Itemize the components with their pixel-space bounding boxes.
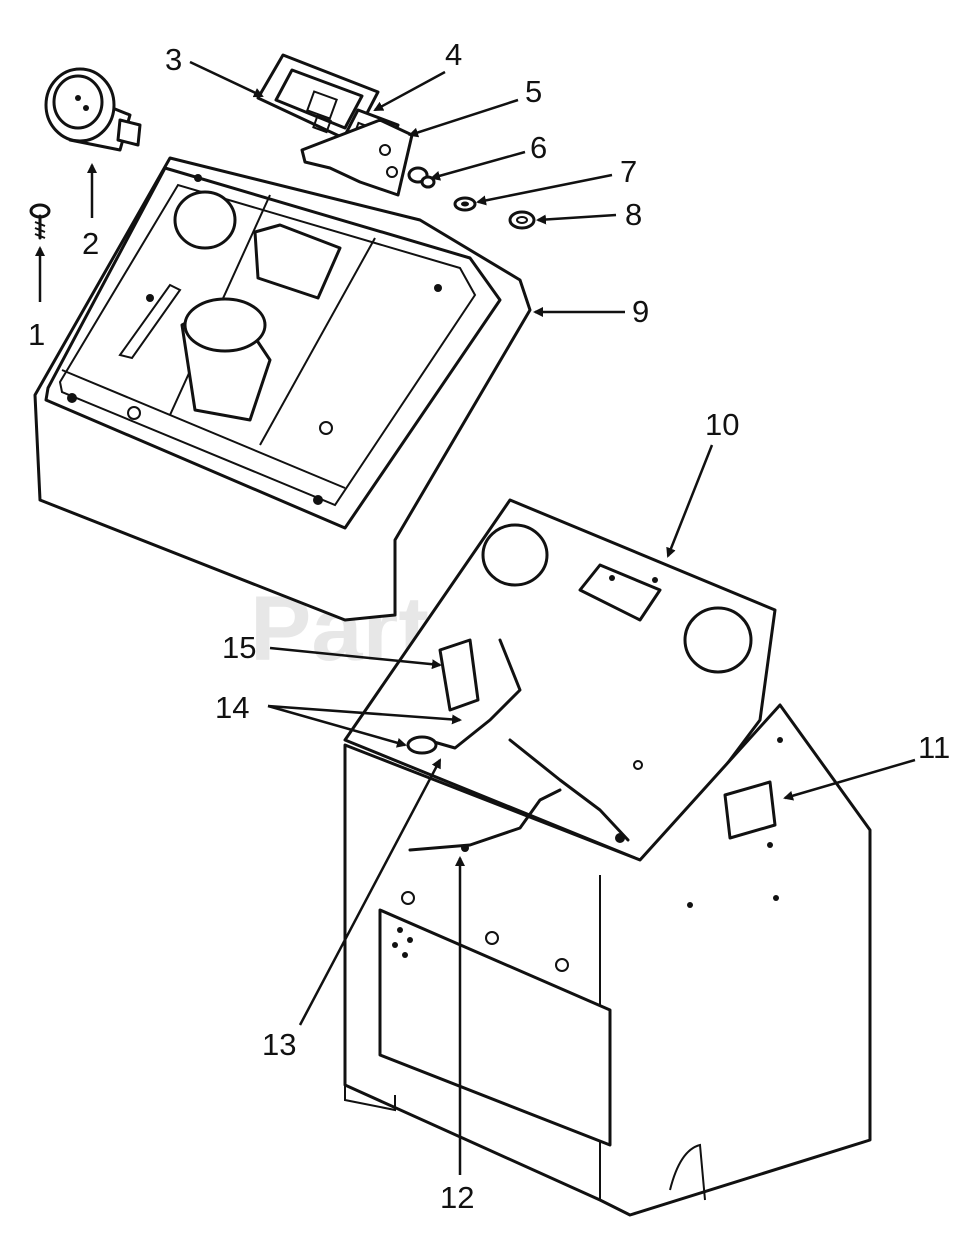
callout-12: 12	[440, 1180, 474, 1215]
callout-14: 14	[215, 690, 249, 725]
part-frame-body	[343, 703, 872, 1217]
callout-5: 5	[525, 74, 542, 109]
part-console-cover	[33, 156, 532, 622]
part-bolt	[407, 166, 436, 189]
part-gauge	[44, 67, 142, 152]
callout-9: 9	[632, 294, 649, 329]
part-linkage	[406, 638, 630, 852]
callout-2: 2	[82, 226, 99, 261]
callout-7: 7	[620, 154, 637, 189]
callout-15: 15	[222, 630, 256, 665]
callout-6: 6	[530, 130, 547, 165]
callout-1: 1	[28, 317, 45, 352]
callout-11: 11	[918, 730, 950, 765]
callout-13: 13	[262, 1027, 296, 1062]
callout-3: 3	[165, 42, 182, 77]
leader-lines	[35, 60, 916, 1175]
part-washer	[453, 196, 477, 212]
callout-8: 8	[625, 197, 642, 232]
part-frame-plate	[343, 498, 777, 862]
callout-4: 4	[445, 37, 462, 72]
callout-10: 10	[705, 407, 739, 442]
part-screw	[29, 203, 51, 240]
callout-labels: 1 2 3 4 5 6 7 8 9 10 11 12 13 14 15	[28, 37, 950, 1215]
part-plate	[300, 118, 414, 197]
part-bezel	[256, 53, 380, 144]
part-nut	[508, 210, 536, 230]
